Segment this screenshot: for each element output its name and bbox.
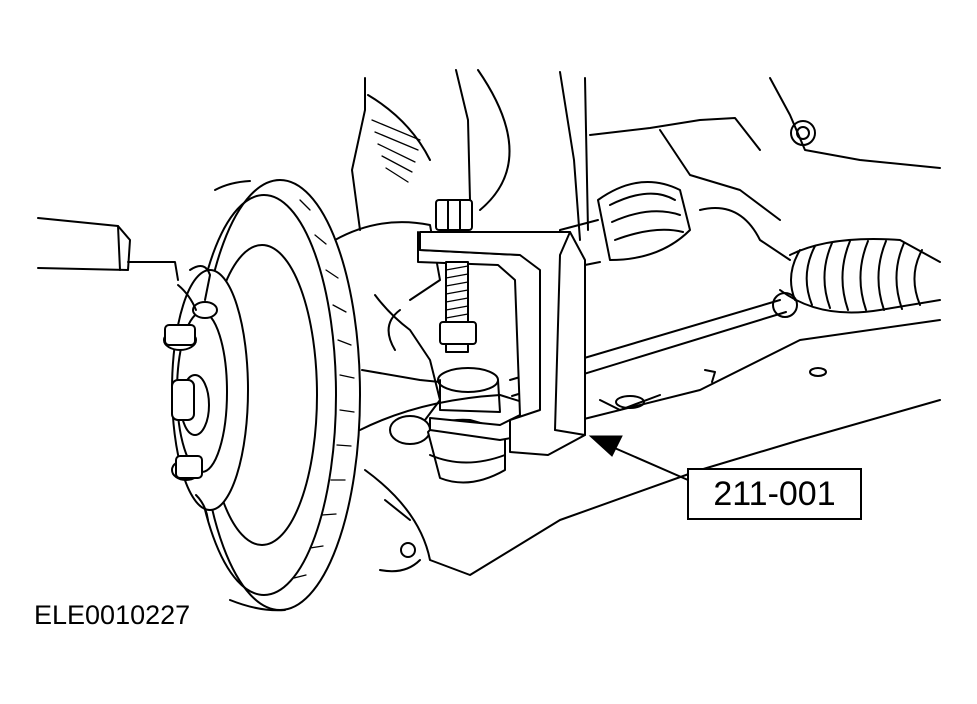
lower-control-arm <box>359 319 941 576</box>
figure-id-label: ELE0010227 <box>34 600 191 630</box>
steering-knuckle <box>334 221 471 445</box>
steering-rack-boot <box>772 238 941 318</box>
callout-leader <box>588 435 689 481</box>
wheel-hub <box>163 265 249 521</box>
brake-disc <box>191 179 361 612</box>
tool-number-label: 211-001 <box>713 474 836 513</box>
ball-joint-separator-tool <box>417 199 586 456</box>
left-body-stub <box>37 217 179 281</box>
strut-assembly <box>351 69 589 241</box>
tool-number-callout: 211-001 <box>687 468 862 520</box>
subframe-upper <box>589 77 941 261</box>
